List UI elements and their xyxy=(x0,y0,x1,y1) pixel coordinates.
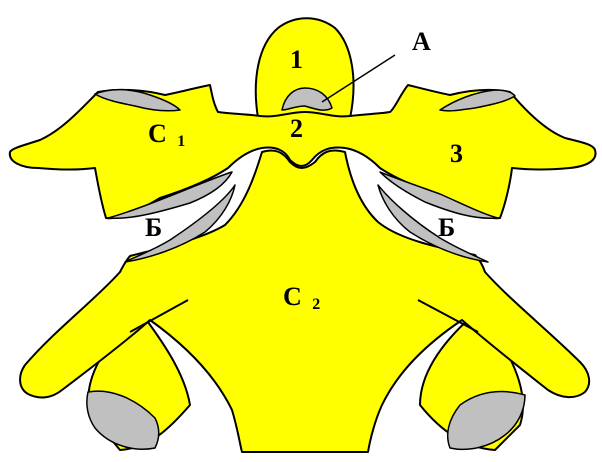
label-3: 3 xyxy=(450,139,463,168)
c2-right-inferior-facet xyxy=(447,390,526,451)
dens-anterior-facet-a xyxy=(281,87,333,111)
c1-right-superior-facet xyxy=(439,89,516,112)
label-1: 1 xyxy=(290,45,303,74)
c2-left-inferior-facet xyxy=(86,390,160,450)
label-c2-letter: С xyxy=(283,282,302,311)
axis-c2-vertebra xyxy=(19,149,591,453)
label-b-right: Б xyxy=(438,213,455,242)
leader-line-a xyxy=(321,54,396,103)
c1-body xyxy=(8,84,597,220)
label-c1-letter: С xyxy=(148,119,167,148)
c1-left-superior-facet xyxy=(94,88,181,112)
c1-right-inferior-facet xyxy=(379,171,499,220)
c2-right-transverse-line xyxy=(417,299,479,333)
label-c1: С 1 xyxy=(148,119,185,150)
label-b-left: Б xyxy=(145,213,162,242)
dens xyxy=(254,17,355,119)
label-a: А xyxy=(412,27,431,56)
label-2: 2 xyxy=(290,114,303,143)
atlas-c1-vertebra xyxy=(8,84,597,263)
label-c2: С 2 xyxy=(283,282,320,313)
lateral-atlantoaxial-facet-right-b xyxy=(377,184,489,263)
label-c2-subscript: 2 xyxy=(312,296,320,313)
lateral-atlantoaxial-facet-left-b xyxy=(124,184,236,263)
c1-left-inferior-facet xyxy=(107,171,233,220)
label-c1-subscript: 1 xyxy=(177,133,185,150)
c2-left-transverse-line xyxy=(129,299,189,333)
c2-body xyxy=(19,149,591,453)
dens-process xyxy=(254,17,355,119)
